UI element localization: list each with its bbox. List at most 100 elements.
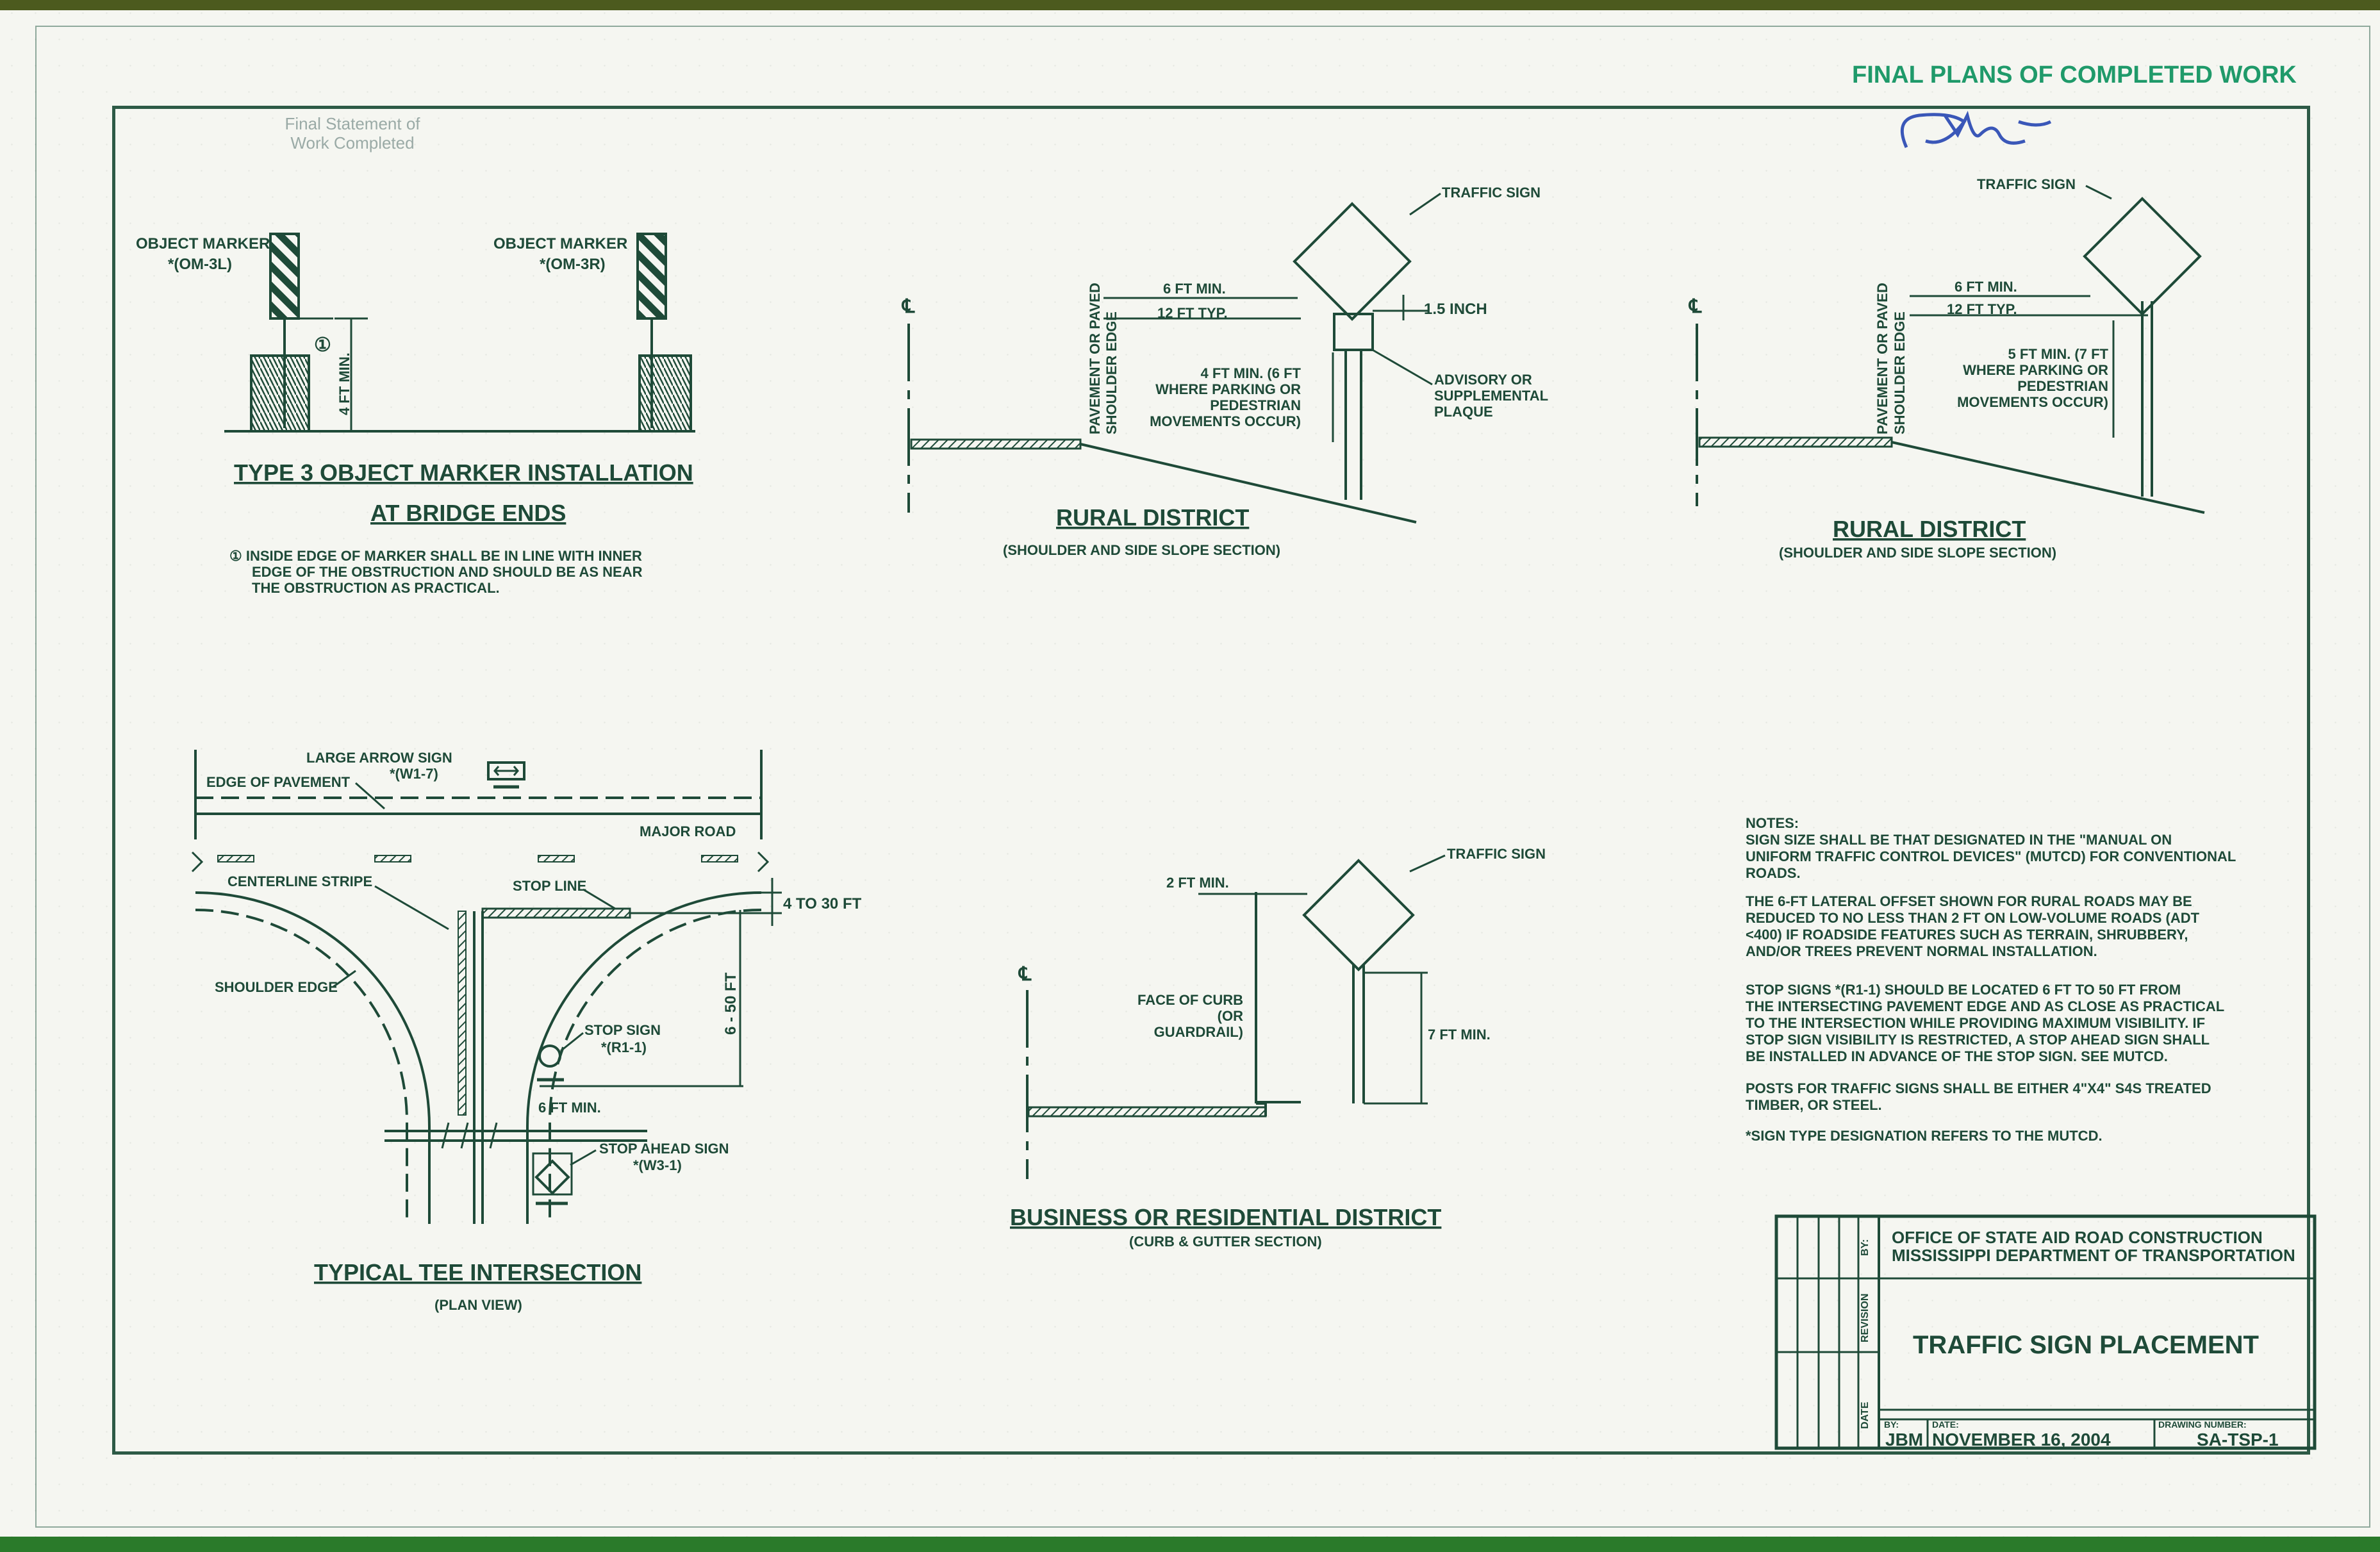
traffic-sign-diamond-2 [2083,197,2202,316]
rural-district-detail-2: ℄ PAVEMENT OR PAVED SHOULDER EDGE 6 FT M… [1688,176,2205,561]
drawing-title: TRAFFIC SIGN PLACEMENT [1913,1331,2259,1359]
final-plans-stamp: FINAL PLANS OF COMPLETED WORK [1852,62,2297,88]
advisory-line2: SUPPLEMENTAL [1434,388,1548,404]
object-marker-left-label: OBJECT MARKER [136,235,270,252]
notes-line-6: <400) IF ROADSIDE FEATURES SUCH AS TERRA… [1746,927,2188,943]
dim-6ft-min-2: 6 FT MIN. [1954,279,2017,295]
callout-one: ① [314,334,331,356]
notes-line-0: SIGN SIZE SHALL BE THAT DESIGNATED IN TH… [1746,832,2172,848]
stop-sign-icon [538,1044,561,1068]
notes-line-9: STOP SIGNS *(R1-1) SHOULD BE LOCATED 6 F… [1746,982,2181,998]
pavement-edge-label-2: PAVEMENT OR PAVED [1874,283,1890,434]
notes-line-13: BE INSTALLED IN ADVANCE OF THE STOP SIGN… [1746,1048,2168,1064]
notes-line-1: UNIFORM TRAFFIC CONTROL DEVICES" (MUTCD)… [1746,848,2236,864]
business-district-detail: ℄ TRAFFIC SIGN 2 FT MIN. 7 FT MIN. FACE … [1010,846,1546,1250]
dim-6-50-ft: 6 - 50 FT [722,972,740,1035]
bridge-dim-4ft: 4 FT MIN. [336,352,352,415]
rural1-title: RURAL DISTRICT [1056,504,1249,531]
pavement-hatch-2 [1698,436,1893,448]
bridge-rail-right [638,354,692,433]
bridge-title-line2: AT BRIDGE ENDS [370,500,566,526]
stop-ahead-code: *(W3-1) [633,1157,682,1173]
shoulder-edge-label-2: SHOULDER EDGE [1892,311,1908,434]
dim-6ft-min: 6 FT MIN. [1163,281,1226,297]
object-marker-right-label: OBJECT MARKER [493,235,627,252]
dim-6ft-min-tee: 6 FT MIN. [538,1100,601,1116]
notes-line-16: TIMBER, OR STEEL. [1746,1097,1882,1113]
drawing-number-value: SA-TSP-1 [2197,1430,2279,1449]
rural1-height-line2: WHERE PARKING OR [1155,381,1301,397]
notes-line-18: *SIGN TYPE DESIGNATION REFERS TO THE MUT… [1746,1128,2103,1144]
traffic-sign-label: TRAFFIC SIGN [1442,185,1541,201]
signature-scribble [1900,110,2052,149]
dim-2ft-min: 2 FT MIN. [1166,875,1229,891]
by-column-label: BY: [1860,1239,1871,1256]
dim-7ft-min: 7 FT MIN. [1428,1027,1491,1043]
centerline-stripe-label: CENTERLINE STRIPE [227,873,372,889]
object-marker-right [636,233,667,320]
arrow-sign-label: LARGE ARROW SIGN [306,750,452,766]
office-line2: MISSISSIPPI DEPARTMENT OF TRANSPORTATION [1892,1246,2295,1265]
face-curb-line3: GUARDRAIL) [1154,1024,1243,1040]
shoulder-edge-label: SHOULDER EDGE [1103,311,1120,434]
rural2-subtitle: (SHOULDER AND SIDE SLOPE SECTION) [1779,545,2056,561]
dim-12ft-typ-2: 12 FT TYP. [1947,301,2017,317]
rural-district-detail-1: ℄ PAVEMENT OR PAVED SHOULDER EDGE 6 FT M… [901,185,1548,558]
tee-subtitle: (PLAN VIEW) [434,1297,522,1313]
notes-line-2: ROADS. [1746,865,1801,881]
bridge-note-line2: EDGE OF THE OBSTRUCTION AND SHOULD BE AS… [252,564,643,580]
scan-top-edge [0,0,2380,10]
by-value: JBM [1885,1430,1923,1449]
large-arrow-sign-icon [487,761,525,780]
rural1-height-line1: 4 FT MIN. (6 FT [1201,365,1302,381]
object-marker-left [269,233,300,320]
rural1-subtitle: (SHOULDER AND SIDE SLOPE SECTION) [1003,542,1280,558]
arrow-sign-code: *(W1-7) [390,766,438,782]
rural2-title: RURAL DISTRICT [1833,516,2026,542]
face-curb-line2: (OR [1218,1008,1243,1024]
stop-sign-code: *(R1-1) [601,1039,647,1055]
dim-1-5-inch: 1.5 INCH [1424,301,1487,318]
traffic-sign-label-2: TRAFFIC SIGN [1977,176,2076,192]
business-title: BUSINESS OR RESIDENTIAL DISTRICT [1010,1204,1441,1230]
notes-line-11: TO THE INTERSECTION WHILE PROVIDING MAXI… [1746,1015,2205,1031]
scan-bottom-edge [0,1537,2380,1552]
drawing-number-label: DRAWING NUMBER: [2158,1419,2247,1430]
shoulder-edge-tee-label: SHOULDER EDGE [215,979,338,995]
bridge-note-line1: ① INSIDE EDGE OF MARKER SHALL BE IN LINE… [229,548,642,564]
tee-intersection-detail: LARGE ARROW SIGN *(W1-7) EDGE OF PAVEMEN… [191,750,862,1313]
office-line1: OFFICE OF STATE AID ROAD CONSTRUCTION [1892,1228,2263,1247]
business-subtitle: (CURB & GUTTER SECTION) [1129,1234,1322,1250]
advisory-line1: ADVISORY OR [1434,372,1532,388]
bridge-title-line1: TYPE 3 OBJECT MARKER INSTALLATION [234,459,693,486]
date-field-label: DATE: [1932,1419,1959,1430]
bridge-note-line3: THE OBSTRUCTION AS PRACTICAL. [252,580,500,596]
object-marker-right-code: *(OM-3R) [540,256,606,273]
paper-edge [35,26,2370,1528]
advisory-line3: PLAQUE [1434,404,1493,420]
title-block: BY: REVISION DATE OFFICE OF STATE AID RO… [1774,1214,2317,1450]
date-column-label: DATE [1860,1401,1871,1429]
stop-line-hatch [481,907,631,919]
centerline-symbol: ℄ [901,296,915,317]
centerline-symbol-2: ℄ [1688,296,1702,317]
rural1-height-line3: PEDESTRIAN [1210,397,1301,413]
bridge-rail-left [250,354,310,433]
rural2-height-line2: WHERE PARKING OR [1963,362,2108,378]
curb-pavement-hatch [1027,1106,1267,1118]
centerline-symbol-3: ℄ [1018,964,1032,985]
date-value: NOVEMBER 16, 2004 [1932,1430,2111,1449]
object-marker-left-code: *(OM-3L) [168,256,232,273]
supplemental-plaque [1333,313,1374,351]
notes-block: NOTES: SIGN SIZE SHALL BE THAT DESIGNATE… [1746,815,2236,1144]
major-road-label: MAJOR ROAD [640,823,736,839]
dim-12ft-typ: 12 FT TYP. [1157,305,1228,321]
stop-ahead-label: STOP AHEAD SIGN [599,1141,729,1157]
rural2-height-line3: PEDESTRIAN [2017,378,2108,394]
traffic-sign-diamond [1293,202,1412,321]
pavement-hatch [910,438,1082,450]
by-field-label: BY: [1884,1419,1899,1430]
notes-line-15: POSTS FOR TRAFFIC SIGNS SHALL BE EITHER … [1746,1080,2211,1096]
